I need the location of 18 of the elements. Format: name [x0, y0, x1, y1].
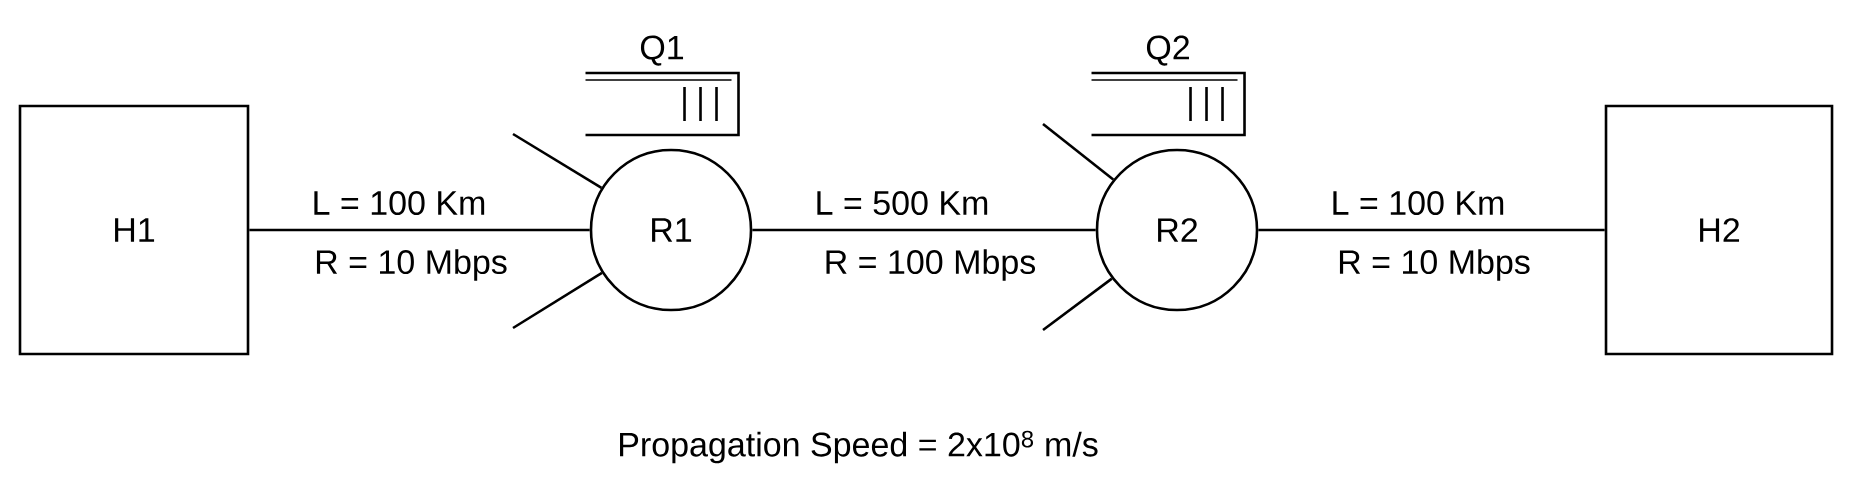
- edge-label: L = 100 Km: [1328, 188, 1508, 218]
- edge-label: L = 100 Km: [309, 188, 489, 218]
- link-stub: [1042, 123, 1115, 181]
- rate-label: R = 10 Mbps: [312, 247, 510, 283]
- host-box: H1: [18, 104, 250, 356]
- queue-label: Q2: [1146, 35, 1189, 66]
- rate-label: R = 10 Mbps: [1335, 247, 1533, 283]
- link-stub: [1042, 277, 1113, 332]
- caption: Propagation Speed = 2x10$^{8}$ m/s: [615, 428, 1101, 466]
- link-line: [1258, 228, 1605, 232]
- host-box: H2: [1604, 104, 1834, 356]
- rate-label: R = 100 Mbps: [821, 247, 1039, 283]
- edge-label: L = 500 Km: [812, 188, 992, 218]
- link-stub: [512, 132, 603, 189]
- link-line: [752, 228, 1096, 232]
- link-stub: [512, 271, 603, 330]
- queue-label: Q1: [640, 35, 684, 66]
- link-line: [249, 228, 590, 232]
